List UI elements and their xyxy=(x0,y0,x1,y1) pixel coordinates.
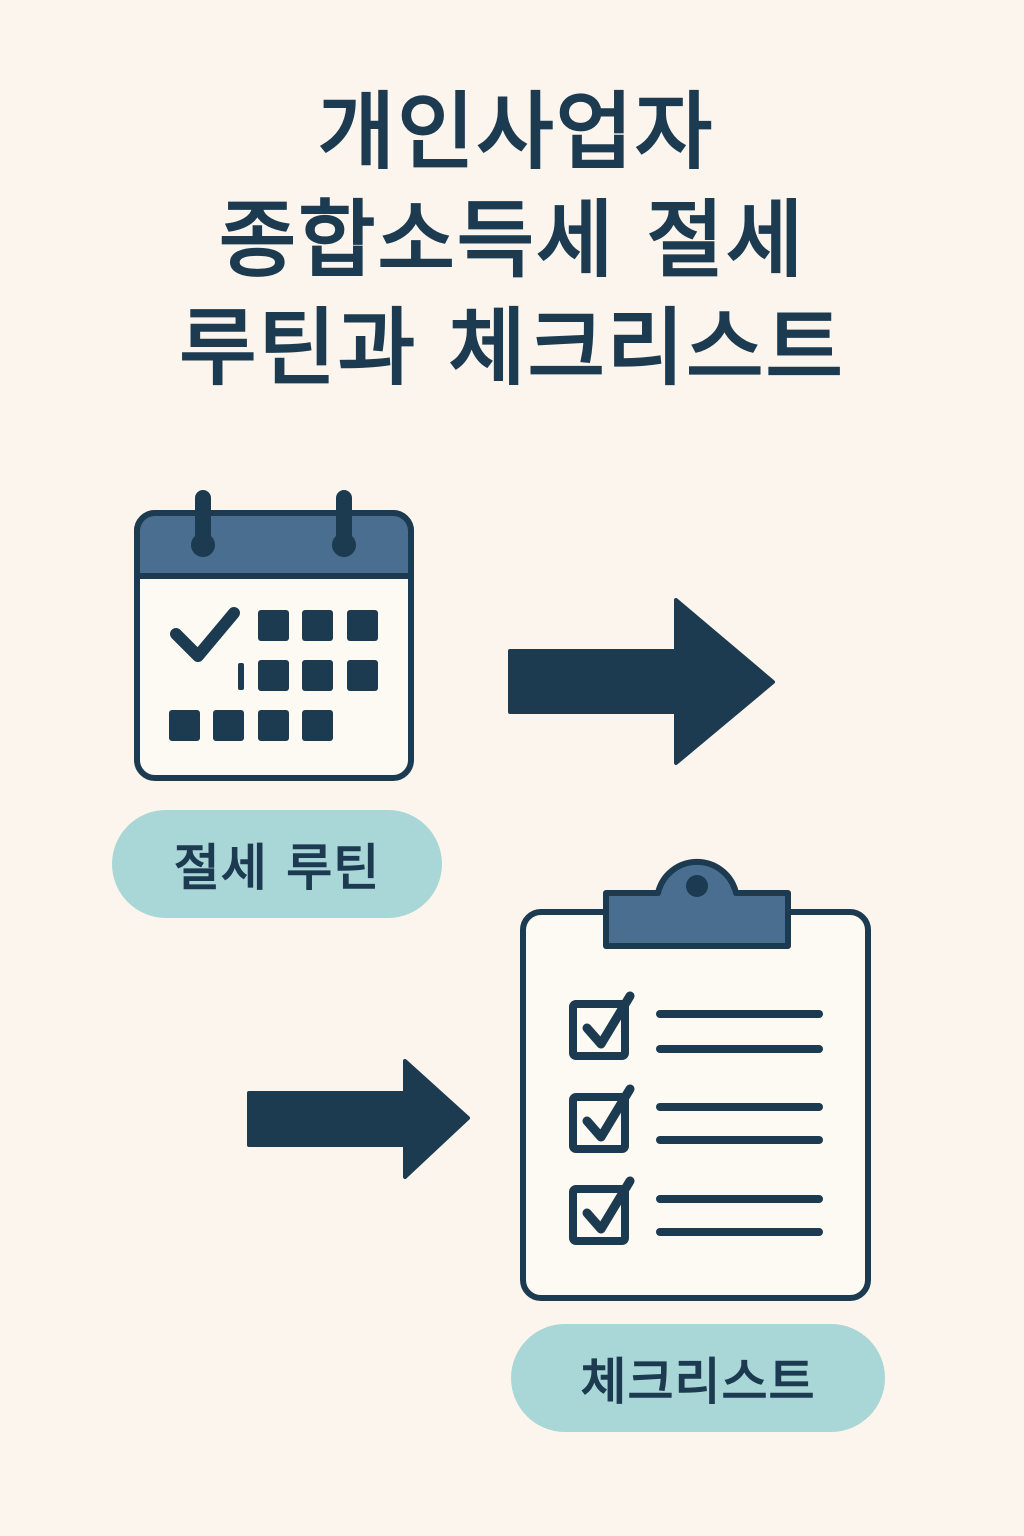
routine-label: 절세 루틴 xyxy=(112,810,442,918)
title-line-2: 종합소득세 절세 xyxy=(218,191,806,289)
checklist-label: 체크리스트 xyxy=(511,1324,885,1432)
checklist-label-text: 체크리스트 xyxy=(580,1353,816,1411)
title-line-1: 개인사업자 xyxy=(317,83,715,181)
title-line-3: 루틴과 체크리스트 xyxy=(179,299,845,397)
arrow-right-icon xyxy=(247,1059,470,1179)
arrow-right-icon xyxy=(508,598,775,765)
page-title: 개인사업자 종합소득세 절세 루틴과 체크리스트 xyxy=(0,78,1024,402)
clipboard-checklist-icon xyxy=(520,858,871,1301)
routine-label-text: 절세 루틴 xyxy=(173,839,381,897)
calendar-check-icon xyxy=(134,490,414,781)
